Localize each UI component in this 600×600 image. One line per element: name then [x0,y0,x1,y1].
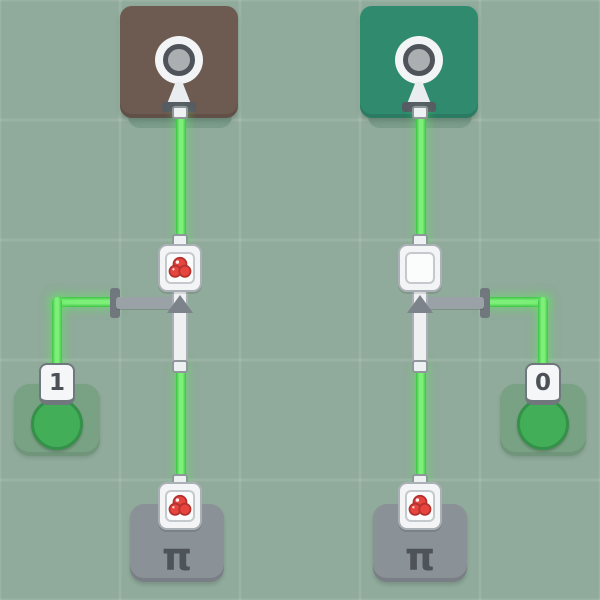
valve-left[interactable] [158,244,202,292]
wire-segment [176,112,186,252]
valve-arm-cap [480,288,490,318]
bit-label: 1 [48,369,65,396]
pi-label: π [161,535,193,579]
push-button-left[interactable] [31,398,83,450]
valve-pi-left[interactable] [158,482,202,530]
wire-segment [416,364,426,490]
valve-pi-right[interactable] [398,482,442,530]
bit-tile-right[interactable]: 0 [525,363,561,405]
arrow-up-icon [167,295,193,313]
valve-arm-pipe [424,297,484,309]
lamp-left[interactable] [120,6,238,118]
lamp-right[interactable] [360,6,478,118]
arrow-up-icon [407,295,433,313]
pi-label: π [404,535,436,579]
bit-label: 0 [534,369,551,396]
wire-segment [52,297,62,373]
valve-right[interactable] [398,244,442,292]
valve-emblem [405,490,435,522]
lamp-stem [167,82,191,104]
valve-emblem [165,252,195,284]
wire-segment [52,297,118,307]
valve-emblem-empty [405,252,435,284]
lamp-stem [407,82,431,104]
valve-arm-cap [110,288,120,318]
wire-connector [412,360,428,373]
berry-icon [168,494,192,516]
bulb-icon [155,36,203,84]
wire-connector [172,360,188,373]
wire-segment [416,112,426,252]
wire-connector [172,106,188,119]
wire-segment [538,297,548,373]
bulb-ring-icon [163,44,195,76]
berry-icon [408,494,432,516]
valve-arm-pipe [116,297,176,309]
bulb-ring-icon [403,44,435,76]
berry-icon [168,256,192,278]
wire-segment [176,364,186,490]
bit-tile-left[interactable]: 1 [39,363,75,405]
bulb-icon [395,36,443,84]
wire-connector [412,106,428,119]
push-button-right[interactable] [517,398,569,450]
wire-segment [482,297,548,307]
valve-emblem [165,490,195,522]
